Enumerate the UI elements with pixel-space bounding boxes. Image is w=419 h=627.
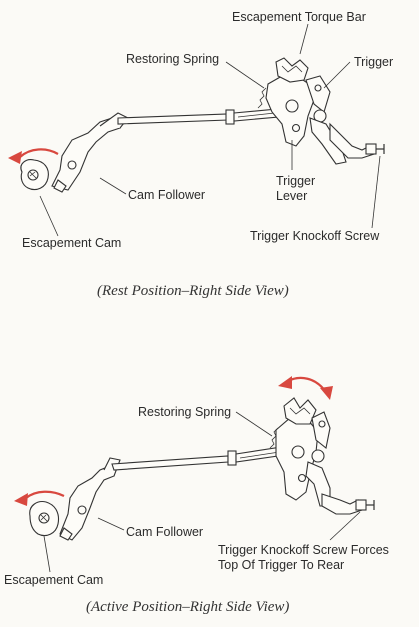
leader-lines-bottom xyxy=(43,411,361,573)
label-trigger-top: Trigger xyxy=(354,55,394,69)
label-trigger-lever-line2: Lever xyxy=(276,189,308,203)
caption-rest-position: (Rest Position–Right Side View) xyxy=(97,283,289,299)
rotation-arrow-top xyxy=(8,148,59,164)
link-rod-bottom xyxy=(111,445,293,471)
label-cam-follower-top: Cam Follower xyxy=(128,188,206,202)
label-restoring-spring-top: Restoring Spring xyxy=(126,52,220,66)
leader-lines-top xyxy=(39,23,381,237)
trigger-motion-arrow xyxy=(278,376,333,400)
rest-position-mechanism xyxy=(8,23,385,237)
label-knockoff-forces-line2: Top Of Trigger To Rear xyxy=(218,558,345,572)
label-trigger-lever-line1: Trigger xyxy=(276,174,316,188)
cam-follower-top xyxy=(51,112,129,193)
label-escapement-cam-bottom: Escapement Cam xyxy=(4,573,104,587)
escapement-cam-bottom xyxy=(29,501,60,537)
cam-follower-bottom xyxy=(59,457,121,541)
trigger-assembly-bottom xyxy=(269,397,375,515)
label-escapement-cam-top: Escapement Cam xyxy=(22,236,122,250)
rotation-arrow-cam-bottom xyxy=(14,490,65,506)
trigger-assembly-top xyxy=(257,57,385,165)
label-trigger-knockoff-screw: Trigger Knockoff Screw xyxy=(250,229,380,243)
label-escapement-torque-bar: Escapement Torque Bar xyxy=(232,10,366,24)
caption-active-position: (Active Position–Right Side View) xyxy=(86,599,290,615)
link-rod-top xyxy=(117,107,291,125)
active-position-mechanism xyxy=(14,376,375,573)
label-cam-follower-bottom: Cam Follower xyxy=(126,525,204,539)
label-restoring-spring-bottom: Restoring Spring xyxy=(138,405,232,419)
label-knockoff-forces-line1: Trigger Knockoff Screw Forces xyxy=(218,543,389,557)
escapement-cam-top xyxy=(20,159,49,191)
